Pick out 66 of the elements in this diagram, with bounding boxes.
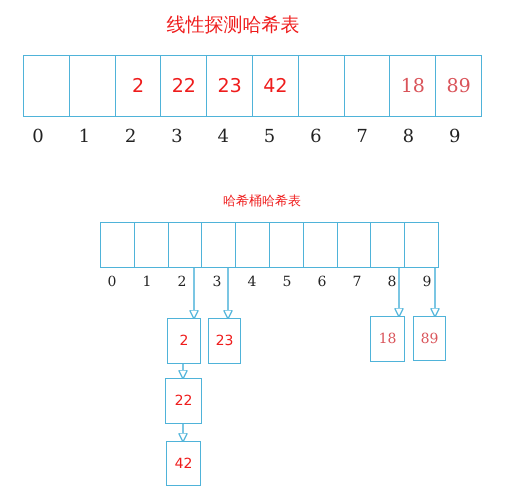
index-number: 3 <box>171 126 183 147</box>
value-cell <box>370 316 405 362</box>
index-number: 4 <box>248 274 256 290</box>
arrow <box>178 364 188 380</box>
empty-cell <box>235 222 270 268</box>
index-number: 4 <box>217 126 229 147</box>
index-number: 5 <box>264 126 276 147</box>
arrow <box>430 268 440 318</box>
index-number: 0 <box>32 126 44 147</box>
value-cell <box>208 318 241 364</box>
value-cell <box>435 55 482 117</box>
arrow <box>222 268 234 320</box>
arrow <box>394 268 404 318</box>
arrow <box>178 424 188 443</box>
index-number: 3 <box>212 274 222 290</box>
index-number: 2 <box>178 274 186 290</box>
cell-value: 22 <box>172 75 196 97</box>
cell-value: 89 <box>446 75 471 97</box>
empty-cell <box>302 222 338 268</box>
cell-value: 89 <box>420 330 438 346</box>
empty-cell <box>370 222 406 268</box>
index-number: 6 <box>318 274 326 290</box>
value-cell <box>165 378 202 424</box>
value-cell <box>166 441 201 486</box>
value-cell <box>389 55 436 117</box>
index-number: 9 <box>448 126 460 147</box>
cell-value: 18 <box>400 75 425 97</box>
cell-value: 2 <box>180 333 188 349</box>
index-number: 6 <box>310 126 322 147</box>
empty-cell <box>68 55 116 117</box>
cell-value: 42 <box>174 456 192 472</box>
index-number: 1 <box>142 274 152 290</box>
index-number: 2 <box>124 126 136 147</box>
empty-cell <box>269 222 304 268</box>
table-title: 线性探测哈希表 <box>166 13 300 38</box>
value-cell <box>167 318 201 364</box>
arrow <box>188 268 200 320</box>
value-cell <box>206 55 253 117</box>
empty-cell <box>298 55 345 117</box>
index-number: 7 <box>356 126 368 147</box>
value-cell <box>114 55 162 117</box>
empty-cell <box>336 222 372 268</box>
cell-value: 23 <box>217 75 242 97</box>
index-number: 5 <box>282 274 292 290</box>
empty-cell <box>134 222 169 268</box>
value-cell <box>160 55 208 117</box>
cell-value: 22 <box>174 393 192 409</box>
cell-value: 18 <box>378 331 396 347</box>
value-cell <box>252 55 299 117</box>
empty-cell <box>404 222 439 268</box>
index-number: 8 <box>388 274 396 290</box>
index-number: 0 <box>108 274 116 290</box>
empty-cell <box>201 222 236 268</box>
index-number: 8 <box>402 126 414 147</box>
index-number: 1 <box>78 126 90 147</box>
cell-value: 42 <box>263 75 288 97</box>
value-cell <box>413 316 446 361</box>
empty-cell <box>168 222 202 268</box>
index-number: 9 <box>422 274 432 290</box>
empty-cell <box>23 55 70 117</box>
table-title: 哈希桶哈希表 <box>223 193 301 210</box>
cell-value: 2 <box>132 75 144 97</box>
index-number: 7 <box>352 274 362 290</box>
empty-cell <box>344 55 390 117</box>
cell-value: 23 <box>216 333 234 349</box>
empty-cell <box>100 222 135 268</box>
